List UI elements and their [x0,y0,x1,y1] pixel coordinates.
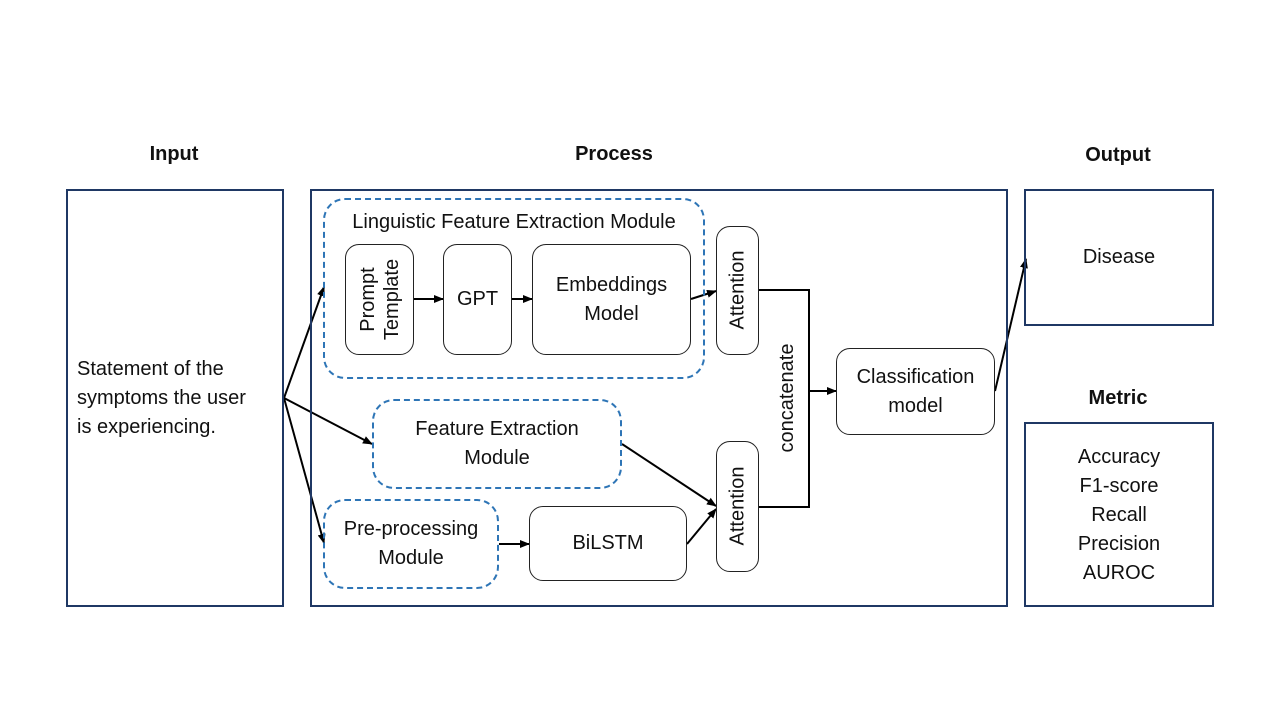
input-box [66,189,284,607]
bilstm-box [529,506,687,581]
metric-item: Recall [1091,504,1147,526]
embeddings-model-label: Embeddings Model [555,273,668,325]
metric-item: Accuracy [1077,446,1161,468]
preprocessing-module [323,499,499,589]
gpt-label: GPT [456,288,499,310]
metric-item: AUROC [1082,562,1156,584]
output-disease: Disease [1082,245,1156,268]
output-box [1024,189,1214,326]
attention-top-label: Attention [726,250,749,330]
embeddings-model-box [532,244,691,355]
linguistic-feature-extraction-module [323,198,705,379]
preprocessing-label: Pre-processing Module [343,518,479,569]
feature-extraction-module [372,399,622,489]
heading-input: Input [149,143,199,165]
arrow-input-to-preprocessing [283,397,326,544]
arrow-input-to-linguistic [283,286,325,399]
metric-list: Accuracy F1-score Recall Precision AUROC [1024,443,1214,588]
classification-model-label: Classification model [856,365,975,417]
heading-process: Process [575,143,653,165]
concatenate-label: concatenate [776,343,798,453]
arrow-input-to-feature-extraction [283,397,373,445]
metric-item: F1-score [1079,475,1159,497]
heading-metric: Metric [1088,387,1148,409]
arrow-bilstm-to-attention [686,508,717,545]
input-statement: Statement of the symptoms the user is ex… [77,358,246,438]
prompt-template-label: Prompt Template [356,258,403,341]
attention-bottom-label: Attention [726,466,749,546]
classification-model-box [836,348,995,435]
process-frame [310,189,1008,607]
concat-bracket [759,289,810,508]
bilstm-label: BiLSTM [572,532,644,554]
arrow-classification-to-output [994,258,1028,392]
heading-output: Output [1085,144,1151,166]
attention-bottom-box [716,441,759,572]
metric-item: Precision [1077,533,1161,555]
gpt-box [443,244,512,355]
arrow-feature-to-attention [621,443,717,507]
prompt-template-box [345,244,414,355]
feature-extraction-label: Feature Extraction Module [415,418,579,469]
attention-top-box [716,226,759,355]
linguistic-module-label: Linguistic Feature Extraction Module [352,210,676,233]
metric-box [1024,422,1214,607]
